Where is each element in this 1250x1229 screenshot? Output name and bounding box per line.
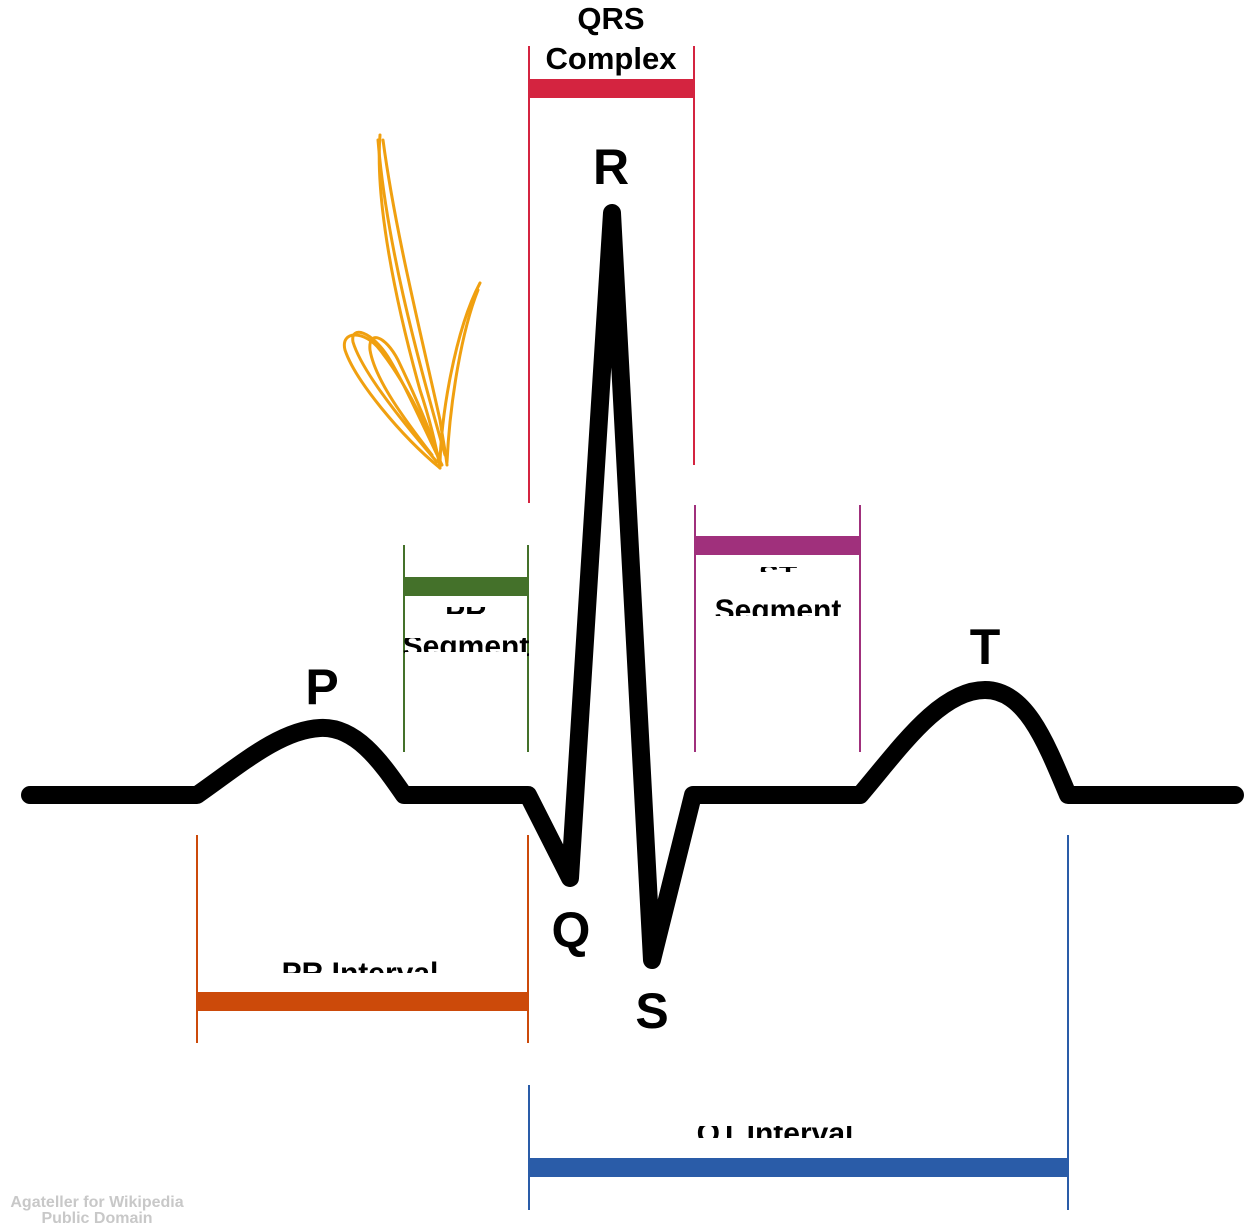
wave-label-s: S bbox=[635, 983, 668, 1039]
mask-qt-interval-bot bbox=[660, 1138, 890, 1152]
qt-interval-bar bbox=[529, 1158, 1068, 1177]
wave-label-p: P bbox=[305, 659, 338, 715]
credit-line1: Agateller for Wikipedia bbox=[10, 1194, 183, 1211]
obscured-labels: PR Segment ST Segment PR Interval QT Int… bbox=[240, 556, 890, 1152]
wave-label-r: R bbox=[593, 139, 629, 195]
st-segment-bar bbox=[695, 536, 860, 555]
mask-st-segment-bot bbox=[696, 616, 859, 628]
qrs-label-line1: QRS bbox=[577, 1, 644, 36]
qt-interval-bracket bbox=[528, 835, 1069, 1210]
mask-qt-interval-top bbox=[660, 1110, 890, 1126]
wave-label-q: Q bbox=[552, 902, 591, 958]
ecg-trace bbox=[21, 204, 1244, 969]
mask-pr-interval-bot bbox=[240, 973, 480, 987]
qrs-bar bbox=[529, 79, 694, 98]
st-segment-bracket bbox=[694, 505, 861, 752]
qrs-label-line2: Complex bbox=[546, 41, 678, 76]
mask-pr-segment-top bbox=[405, 597, 527, 607]
mask-st-segment-top bbox=[696, 556, 859, 567]
mask-pr-segment-mid bbox=[405, 614, 527, 638]
mask-pr-segment-bot bbox=[405, 652, 527, 662]
pr-interval-bar bbox=[197, 992, 528, 1011]
pr-segment-bracket bbox=[403, 545, 529, 752]
credit-line2: Public Domain bbox=[41, 1210, 152, 1227]
qrs-complex-bracket bbox=[528, 46, 695, 503]
pr-segment-bar bbox=[404, 577, 528, 596]
mask-pr-interval-top bbox=[240, 950, 480, 960]
wave-label-t: T bbox=[970, 619, 1001, 675]
pr-interval-bracket bbox=[196, 835, 529, 1043]
mask-st-segment-mid bbox=[696, 572, 859, 596]
arrow-annotation bbox=[342, 133, 482, 470]
